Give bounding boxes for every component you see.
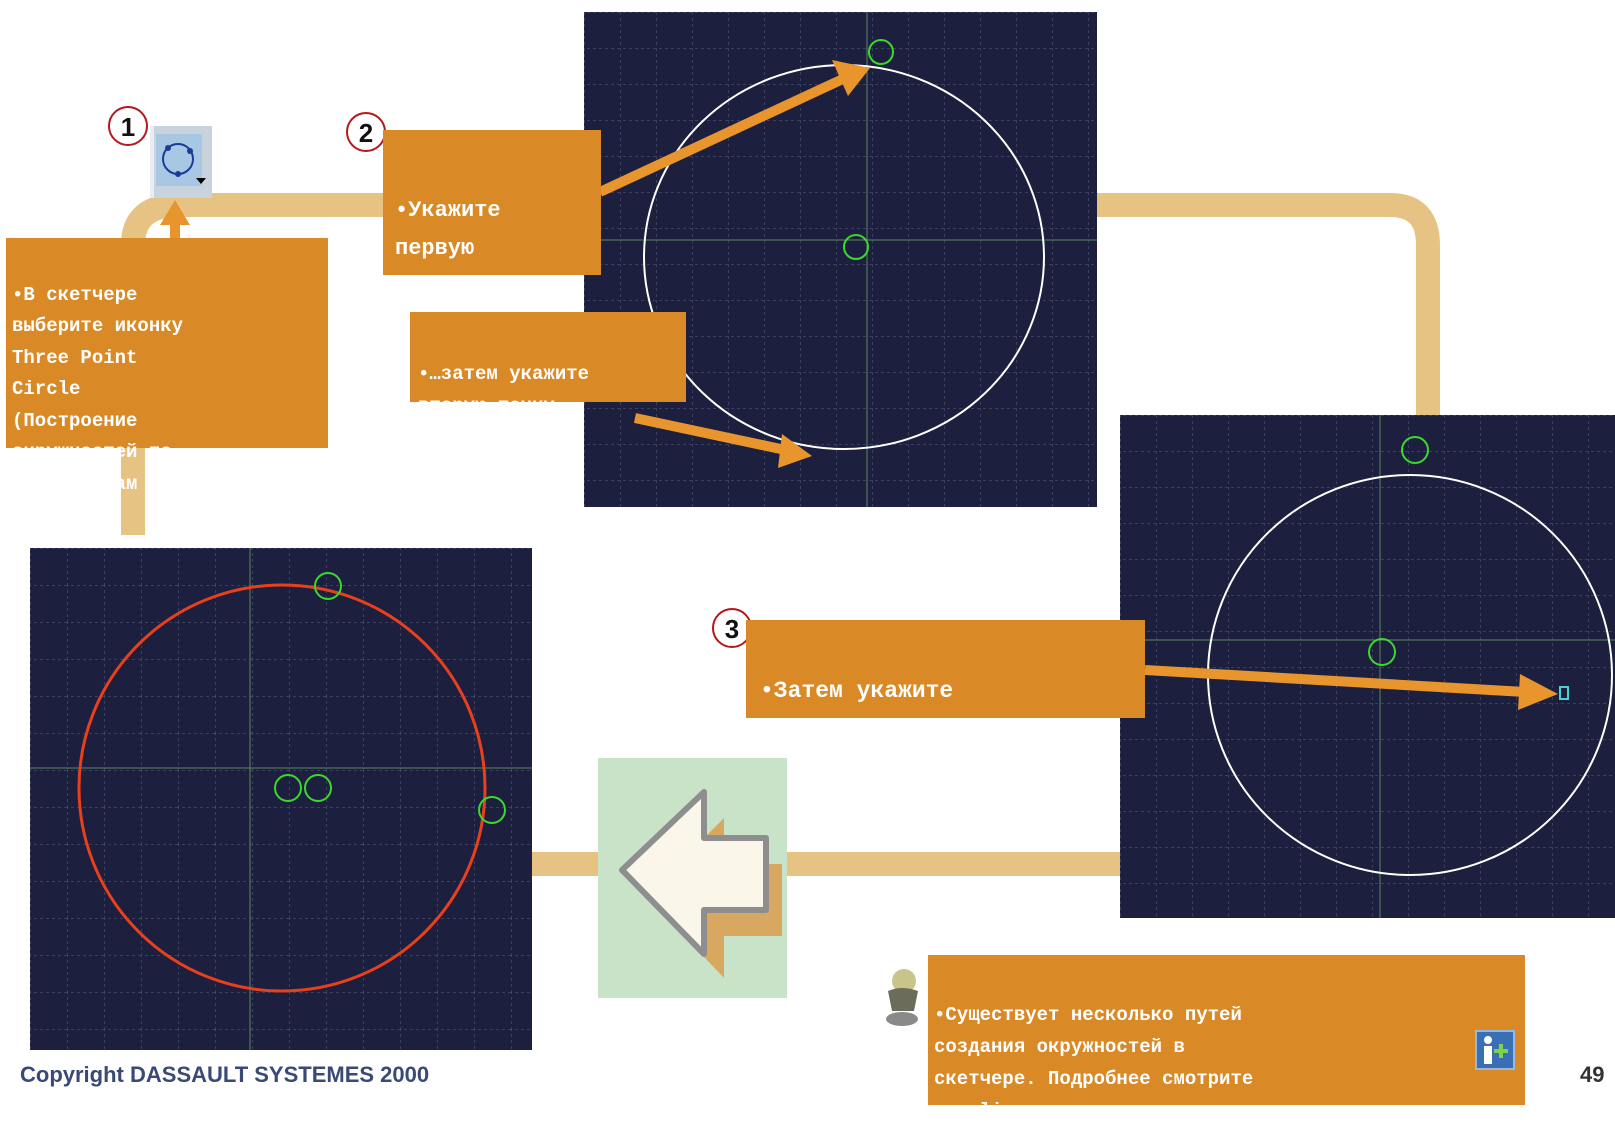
second-point-text: •…затем укажите вторую точку <box>418 363 590 417</box>
center-marker <box>274 774 302 802</box>
result-circle <box>77 583 487 993</box>
copyright: Copyright DASSAULT SYSTEMES 2000 <box>20 1062 430 1087</box>
step-3-note: •Затем укажите третью точку <box>746 620 1145 742</box>
info-plus-icon[interactable] <box>1475 1030 1515 1070</box>
sketch-panel-result <box>30 548 532 1050</box>
step-2-text: •Укажите первую точку <box>395 198 501 299</box>
pointer-arrows <box>160 60 1558 710</box>
center-marker <box>304 774 332 802</box>
tip-note: •Существует несколько путей создания окр… <box>928 955 1525 1122</box>
sketch-panel-step2 <box>584 12 1097 507</box>
center-marker <box>1368 638 1396 666</box>
second-point-note: •…затем укажите вторую точку <box>410 312 686 417</box>
third-point-marker <box>1559 686 1569 700</box>
sketch-canvas-step3 <box>1120 415 1615 918</box>
point-marker <box>314 572 342 600</box>
three-point-circle-icon[interactable] <box>150 126 212 198</box>
step-number-1: 1 <box>108 106 148 146</box>
point-marker <box>1401 436 1429 464</box>
tip-text: •Существует несколько путей создания окр… <box>934 1004 1254 1122</box>
step-2-note: •Укажите первую точку <box>383 130 601 299</box>
page-number: 49 <box>1580 1062 1605 1087</box>
sketch-panel-step3 <box>1120 415 1615 918</box>
point-marker <box>868 39 894 65</box>
step-1-text: •В скетчере выберите иконку Three Point … <box>12 283 184 495</box>
step-1-note: •В скетчере выберите иконку Three Point … <box>6 238 328 495</box>
sketch-canvas-result <box>30 548 532 1050</box>
point-marker <box>478 796 506 824</box>
center-marker <box>843 234 869 260</box>
wizard-icon <box>880 967 924 1027</box>
back-arrow-icon[interactable] <box>598 758 787 998</box>
step-number-2: 2 <box>346 112 386 152</box>
step-3-text: •Затем укажите третью точку <box>760 678 954 742</box>
